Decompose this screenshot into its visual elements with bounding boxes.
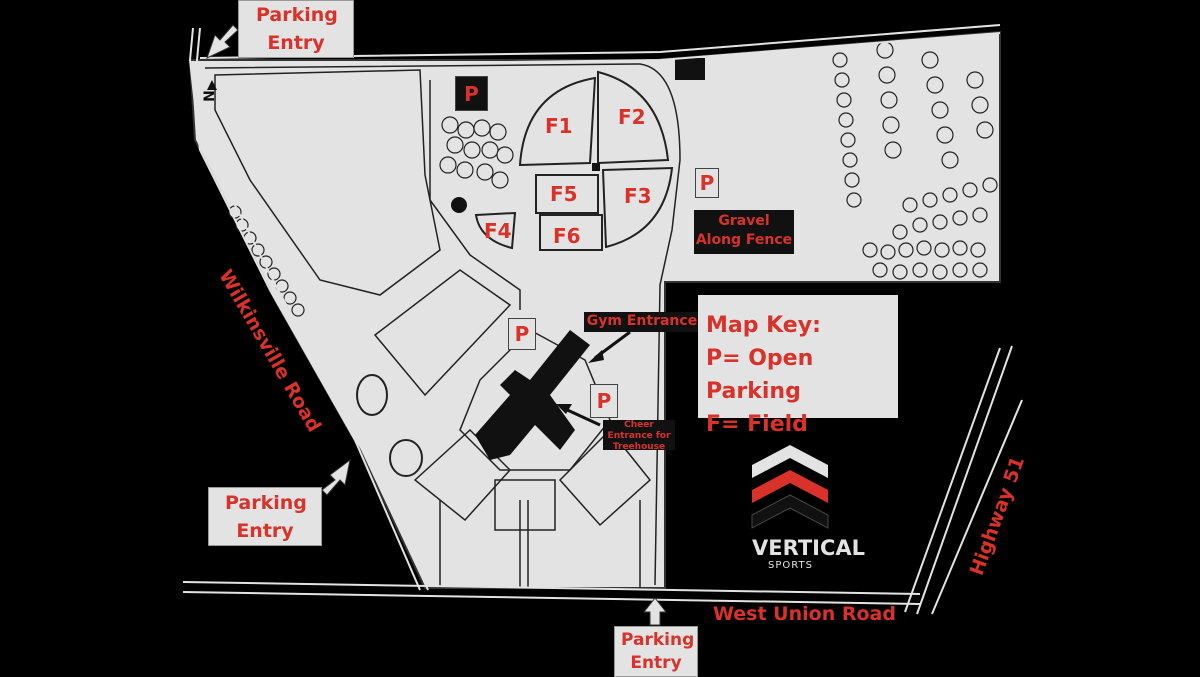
field-f1-label: F1 xyxy=(545,114,573,138)
parking-marker-north: P xyxy=(455,76,488,111)
highway-51-line xyxy=(904,345,1023,615)
gym-entrance-label: Gym Entrance xyxy=(584,312,700,332)
cheer-entrance-arrow xyxy=(562,406,601,427)
field-f1-outline xyxy=(518,76,597,167)
pond-south xyxy=(389,439,423,477)
parking-entry-arrow-nw xyxy=(206,24,239,59)
shed xyxy=(675,58,705,80)
tower-marker xyxy=(451,197,467,213)
main-building xyxy=(475,330,590,460)
gravel-note: Gravel Along Fence xyxy=(694,210,794,254)
map-key-title: Map Key: xyxy=(706,313,821,338)
parking-entry-arrow-south xyxy=(642,597,668,626)
road-label-west-union: West Union Road xyxy=(713,603,896,625)
parking-entry-text: Parking Entry xyxy=(256,4,338,54)
pond-west xyxy=(356,374,388,416)
north-arrow xyxy=(207,80,217,90)
parking-marker-text: P xyxy=(699,171,715,195)
tree-cluster-north xyxy=(439,116,514,189)
map-key: Map Key: P= Open Parking F= Field xyxy=(698,295,898,437)
field-f2-outline xyxy=(597,70,670,165)
field-f2-label: F2 xyxy=(618,105,646,129)
brand-sub: SPORTS xyxy=(768,560,813,571)
parking-entry-label-west: Parking Entry xyxy=(208,487,322,546)
parking-marker-gravel: P xyxy=(695,168,719,198)
parking-lot-west xyxy=(373,269,512,397)
cheer-entrance-arrowhead xyxy=(556,404,572,414)
internal-road-loop xyxy=(204,63,681,586)
parking-entry-text: Parking Entry xyxy=(225,491,307,542)
wilkinsville-road-line xyxy=(188,27,429,591)
parking-marker-text: P xyxy=(596,389,612,413)
field-f4-outline xyxy=(474,211,517,250)
tree-cluster-east xyxy=(832,41,998,280)
parking-marker-text: P xyxy=(464,81,479,106)
parking-entry-label-nw: Parking Entry xyxy=(238,0,354,58)
parking-lot-north xyxy=(214,69,441,296)
small-structure xyxy=(592,163,600,171)
field-f5-label: F5 xyxy=(550,182,578,206)
brand-name: VERTICAL xyxy=(752,536,866,560)
parking-entry-text: Parking Entry xyxy=(621,629,695,673)
internal-road-south xyxy=(519,500,529,588)
west-union-road-line xyxy=(182,581,921,605)
parking-marker-building-north: P xyxy=(508,318,536,350)
school-grounds xyxy=(413,329,652,588)
cheer-entrance-label: Cheer Entrance for Treehouse xyxy=(603,420,675,452)
parking-entry-label-south: Parking Entry xyxy=(614,626,698,677)
field-f6-outline xyxy=(539,214,603,251)
field-f6-label: F6 xyxy=(553,224,581,248)
map-key-p-line: P= Open Parking xyxy=(706,346,814,404)
parking-entry-arrow-west xyxy=(321,458,351,496)
gym-entrance-arrowhead xyxy=(588,350,604,363)
internal-road-inner xyxy=(429,80,521,310)
map-key-f-line: F= Field xyxy=(706,412,808,437)
parking-marker-text: P xyxy=(514,322,530,346)
north-label: N xyxy=(201,90,218,102)
field-f3-outline xyxy=(601,166,674,249)
vertical-sports-logo xyxy=(751,445,829,529)
field-f4-label: F4 xyxy=(484,219,512,243)
field-f3-label: F3 xyxy=(624,184,652,208)
parking-marker-building-east: P xyxy=(590,384,618,418)
field-f5-outline xyxy=(535,174,599,214)
